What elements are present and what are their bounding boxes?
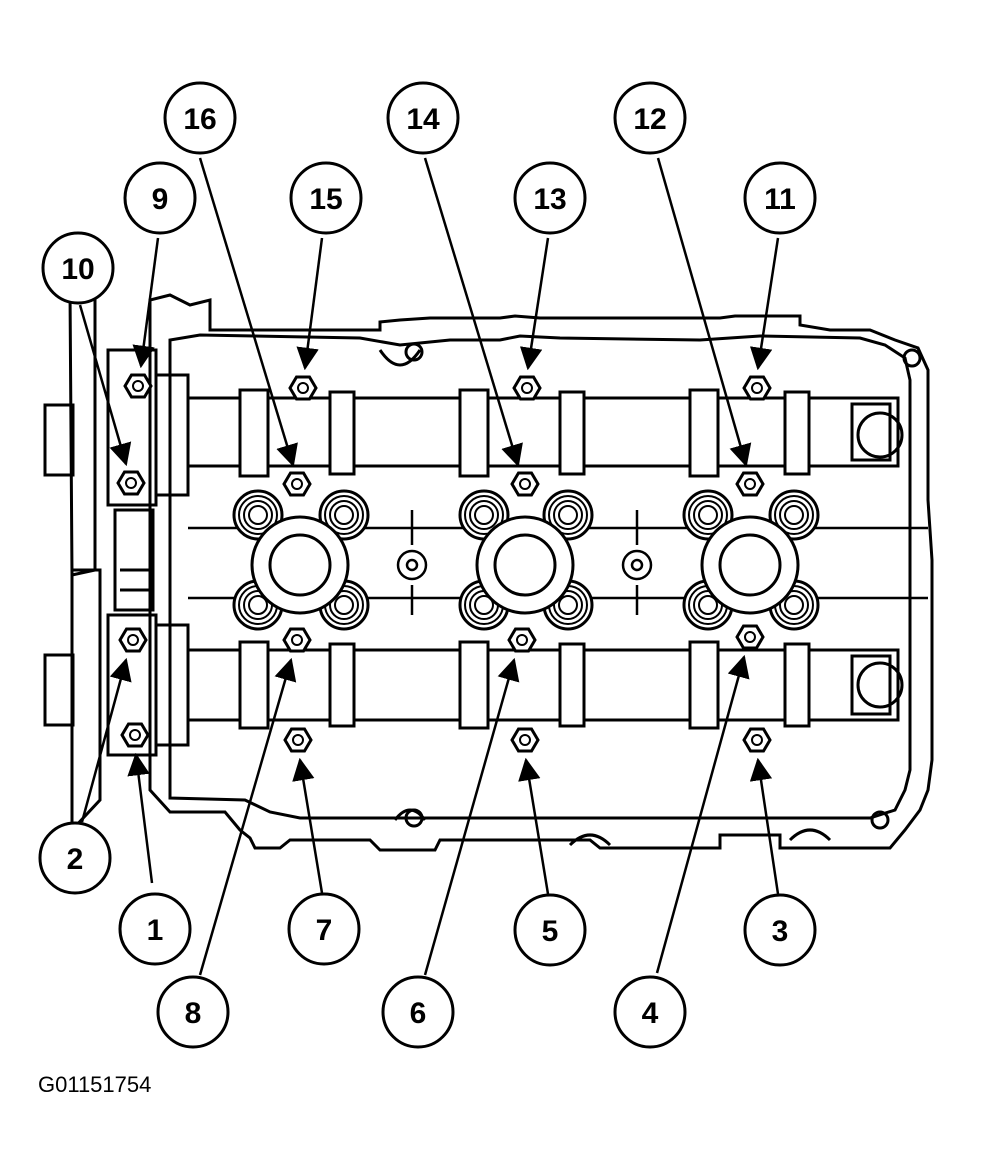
callout-7: 7 [287, 892, 361, 966]
exhaust-camshaft [186, 411, 904, 730]
callout-3: 3 [743, 893, 817, 967]
callout-label: 12 [633, 103, 666, 136]
bolt-8 [282, 627, 312, 653]
front-cover [43, 272, 190, 834]
bolt-15 [288, 375, 318, 401]
bolt-10 [116, 470, 146, 496]
callout-label: 10 [61, 253, 94, 286]
callout-9: 9 [123, 161, 197, 235]
callout-4: 4 [613, 975, 687, 1049]
bolt-6 [507, 627, 537, 653]
callout-8: 8 [156, 975, 230, 1049]
callout-label: 4 [642, 997, 659, 1030]
callout-label: 3 [772, 915, 789, 948]
bolt-2 [118, 627, 148, 653]
callout-label: 11 [764, 183, 796, 216]
bolt-5 [510, 727, 540, 753]
bolt-11 [742, 375, 772, 401]
callout-2: 2 [38, 821, 112, 895]
bolt-3 [742, 727, 772, 753]
spark-plug-bores [250, 515, 800, 615]
bolt-12 [735, 471, 765, 497]
cylinder-head-outline [148, 293, 934, 852]
bolt-14 [510, 471, 540, 497]
callout-label: 9 [152, 183, 169, 216]
bolt-16 [282, 471, 312, 497]
callout-14: 14 [386, 81, 460, 155]
intake-camshaft [186, 388, 900, 478]
callout-15: 15 [289, 161, 363, 235]
leader-lines [78, 157, 780, 976]
bolt-9 [123, 373, 153, 399]
callout-10: 10 [41, 231, 115, 305]
callout-label: 5 [542, 915, 559, 948]
callout-label: 1 [147, 914, 164, 947]
callout-label: 15 [309, 183, 342, 216]
callouts: 1 2 3 4 5 6 7 8 9 10 11 12 13 14 15 16 [38, 81, 817, 1049]
callout-label: 7 [316, 914, 333, 947]
bolt-13 [512, 375, 542, 401]
bolt-1 [120, 722, 150, 748]
callout-11: 11 [743, 161, 817, 235]
callout-16: 16 [163, 81, 237, 155]
callout-12: 12 [613, 81, 687, 155]
bolt-7 [283, 727, 313, 753]
callout-label: 16 [183, 103, 216, 136]
callout-5: 5 [513, 893, 587, 967]
callout-label: 6 [410, 997, 427, 1030]
callout-1: 1 [118, 892, 192, 966]
figure-id: G01151754 [38, 1072, 152, 1097]
callout-label: 2 [67, 843, 84, 876]
callout-6: 6 [381, 975, 455, 1049]
callout-label: 13 [533, 183, 566, 216]
callout-13: 13 [513, 161, 587, 235]
bolt-4 [735, 624, 765, 650]
callout-label: 14 [406, 103, 440, 136]
callout-label: 8 [185, 997, 202, 1030]
